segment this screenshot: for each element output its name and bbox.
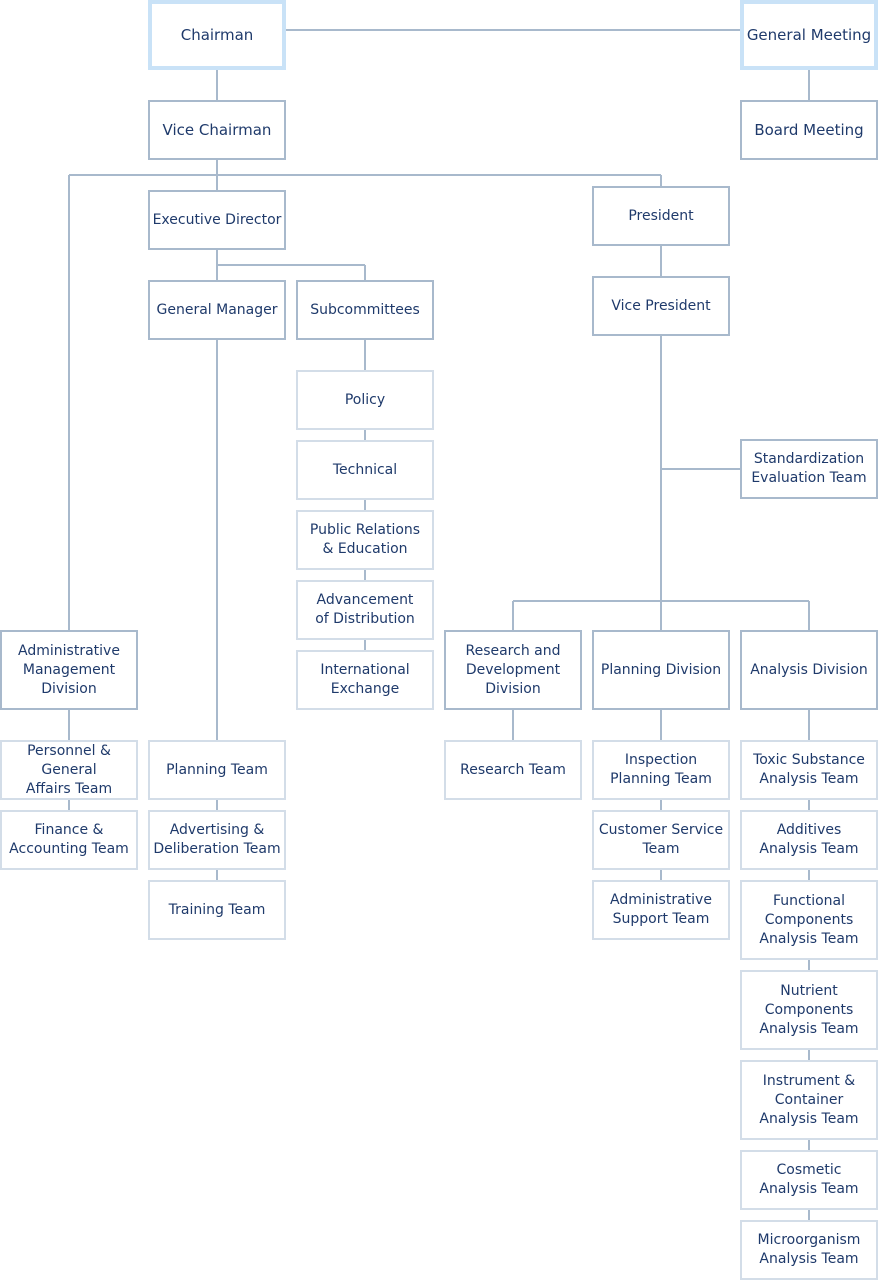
analysis-team-box: Functional Components Analysis Team	[740, 880, 878, 960]
chairman-box: Chairman	[148, 0, 286, 70]
analysis-team-box: Microorganism Analysis Team	[740, 1220, 878, 1280]
analysis-team-box: Toxic Substance Analysis Team	[740, 740, 878, 800]
subcommittee-item: Technical	[296, 440, 434, 500]
board-meeting-box: Board Meeting	[740, 100, 878, 160]
analysis-team-box: Nutrient Components Analysis Team	[740, 970, 878, 1050]
subcommittee-item: Advancement of Distribution	[296, 580, 434, 640]
rd-division-box: Research and Development Division	[444, 630, 582, 710]
rd-team-box: Research Team	[444, 740, 582, 800]
analysis-division-box: Analysis Division	[740, 630, 878, 710]
analysis-team-box: Instrument & Container Analysis Team	[740, 1060, 878, 1140]
analysis-team-box: Additives Analysis Team	[740, 810, 878, 870]
analysis-team-box: Cosmetic Analysis Team	[740, 1150, 878, 1210]
admin-team-box: Finance & Accounting Team	[0, 810, 138, 870]
planning-team-box: Customer Service Team	[592, 810, 730, 870]
general-manager-box: General Manager	[148, 280, 286, 340]
subcommittee-item: Public Relations & Education	[296, 510, 434, 570]
planning-team-box: Administrative Support Team	[592, 880, 730, 940]
planning-team-box: Inspection Planning Team	[592, 740, 730, 800]
gm-team-box: Planning Team	[148, 740, 286, 800]
admin-division-box: Administrative Management Division	[0, 630, 138, 710]
subcommittees-box: Subcommittees	[296, 280, 434, 340]
vice-president-box: Vice President	[592, 276, 730, 336]
general-meeting-box: General Meeting	[740, 0, 878, 70]
gm-team-box: Advertising & Deliberation Team	[148, 810, 286, 870]
subcommittee-item: Policy	[296, 370, 434, 430]
vice-chairman-box: Vice Chairman	[148, 100, 286, 160]
standardization-team-box: Standardization Evaluation Team	[740, 439, 878, 499]
president-box: President	[592, 186, 730, 246]
gm-team-box: Training Team	[148, 880, 286, 940]
executive-director-box: Executive Director	[148, 190, 286, 250]
planning-division-box: Planning Division	[592, 630, 730, 710]
subcommittee-item: International Exchange	[296, 650, 434, 710]
admin-team-box: Personnel & General Affairs Team	[0, 740, 138, 800]
